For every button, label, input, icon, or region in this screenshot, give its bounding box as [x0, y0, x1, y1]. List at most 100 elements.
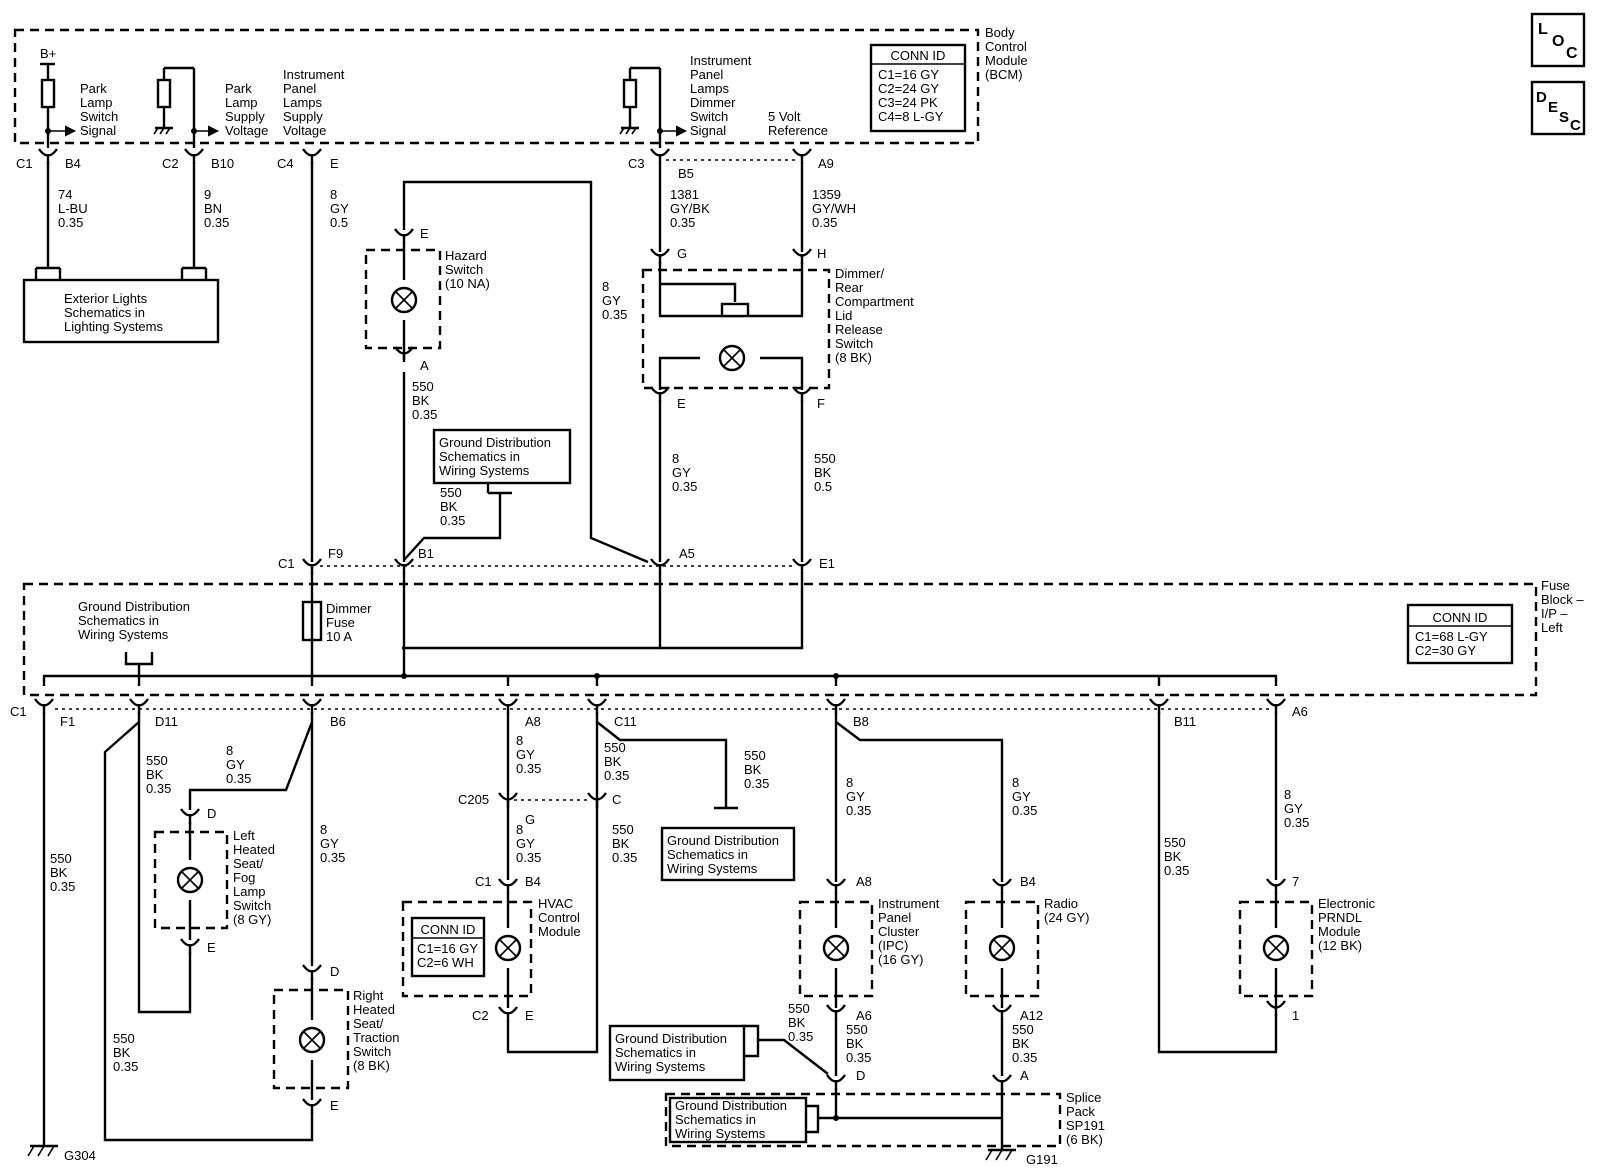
svg-text:BK: BK [412, 393, 430, 408]
svg-text:I/P –: I/P – [1541, 606, 1568, 621]
svg-text:F1: F1 [60, 714, 75, 729]
svg-text:Block –: Block – [1541, 592, 1584, 607]
svg-text:5 Volt: 5 Volt [768, 109, 801, 124]
svg-text:E: E [420, 226, 429, 241]
ip-supply-labels: Instrument Panel Lamps Supply Voltage [283, 67, 345, 138]
svg-text:Ground Distribution: Ground Distribution [78, 599, 190, 614]
svg-text:B10: B10 [211, 156, 234, 171]
svg-text:550: 550 [412, 379, 434, 394]
svg-text:Switch: Switch [353, 1044, 391, 1059]
electronic-prndl-module: 7 1 Electronic PRNDL Module (12 BK) [1238, 874, 1376, 1023]
svg-text:0.35: 0.35 [788, 1029, 813, 1044]
svg-text:E1: E1 [819, 556, 835, 571]
svg-text:0.35: 0.35 [113, 1059, 138, 1074]
svg-text:Dimmer/: Dimmer/ [835, 266, 884, 281]
svg-text:D: D [1536, 89, 1547, 106]
fuse-block-conn-id: CONN ID C1=68 L-GY C2=30 GY [1406, 603, 1514, 665]
svg-text:0.35: 0.35 [612, 850, 637, 865]
svg-text:Left: Left [1541, 620, 1563, 635]
svg-text:(16 GY): (16 GY) [878, 952, 924, 967]
svg-text:(24 GY): (24 GY) [1044, 910, 1090, 925]
svg-text:SP191: SP191 [1066, 1118, 1105, 1133]
svg-text:Park: Park [80, 81, 107, 96]
loc-icon[interactable]: L O C [1530, 12, 1586, 68]
svg-text:8: 8 [226, 743, 233, 758]
svg-text:Compartment: Compartment [835, 294, 914, 309]
svg-text:C2=24 GY: C2=24 GY [878, 81, 939, 96]
svg-text:Fuse: Fuse [326, 615, 355, 630]
svg-text:Seat/: Seat/ [353, 1016, 384, 1031]
svg-text:A6: A6 [856, 1008, 872, 1023]
svg-text:A9: A9 [818, 156, 834, 171]
svg-text:Schematics in: Schematics in [78, 613, 159, 628]
svg-text:E: E [330, 1098, 339, 1113]
svg-text:1359: 1359 [812, 187, 841, 202]
svg-text:B4: B4 [525, 874, 541, 889]
svg-text:0.5: 0.5 [330, 215, 348, 230]
svg-text:8: 8 [602, 279, 609, 294]
desc-icon[interactable]: D E S C [1530, 80, 1586, 136]
svg-text:E: E [207, 940, 216, 955]
svg-text:0.35: 0.35 [412, 407, 437, 422]
svg-text:(10 NA): (10 NA) [445, 276, 490, 291]
svg-text:8: 8 [672, 451, 679, 466]
svg-text:E: E [677, 396, 686, 411]
svg-text:BK: BK [146, 767, 164, 782]
svg-text:PRNDL: PRNDL [1318, 910, 1362, 925]
bcm-conn-id-title: CONN ID [891, 48, 946, 63]
svg-text:BK: BK [604, 754, 622, 769]
svg-text:550: 550 [440, 485, 462, 500]
svg-text:GY: GY [320, 836, 339, 851]
svg-text:Switch: Switch [835, 336, 873, 351]
svg-text:Control: Control [985, 39, 1027, 54]
svg-text:550: 550 [146, 753, 168, 768]
bcm-pins: C1 B4 C2 B10 C4 E C3 B5 A9 [16, 156, 834, 181]
park-switch-internal: B+ Park Lamp Switch Signal [40, 46, 118, 148]
svg-text:0.35: 0.35 [672, 479, 697, 494]
svg-text:C1: C1 [16, 156, 33, 171]
svg-text:0.35: 0.35 [58, 215, 83, 230]
svg-text:550: 550 [788, 1001, 810, 1016]
svg-text:0.35: 0.35 [602, 307, 627, 322]
svg-text:550: 550 [814, 451, 836, 466]
radio: B4 A12 Radio (24 GY) [964, 874, 1090, 1023]
svg-text:C205: C205 [458, 792, 489, 807]
svg-text:1381: 1381 [670, 187, 699, 202]
svg-text:G: G [677, 246, 687, 261]
svg-text:0.35: 0.35 [516, 850, 541, 865]
svg-text:C4: C4 [277, 156, 294, 171]
svg-text:0.35: 0.35 [146, 781, 171, 796]
ground-ref-3: Ground Distribution Schematics in Wiring… [660, 826, 796, 882]
svg-text:Electronic: Electronic [1318, 896, 1376, 911]
svg-text:A: A [420, 358, 429, 373]
svg-text:Signal: Signal [690, 123, 726, 138]
svg-text:G191: G191 [1026, 1152, 1058, 1167]
svg-text:Supply: Supply [283, 109, 323, 124]
svg-text:0.35: 0.35 [50, 879, 75, 894]
svg-text:Wiring Systems: Wiring Systems [615, 1059, 706, 1074]
svg-text:Park: Park [225, 81, 252, 96]
dimmer-rear-lid-switch: G H E F Dimmer/ Rear Compartment Lid Rel… [641, 246, 914, 411]
svg-text:550: 550 [50, 851, 72, 866]
svg-text:GY/WH: GY/WH [812, 201, 856, 216]
svg-text:BK: BK [744, 762, 762, 777]
svg-text:BK: BK [846, 1036, 864, 1051]
hvac-control-module: CONN ID C1=16 GY C2=6 WH HVAC Control Mo… [401, 874, 581, 1023]
svg-text:Traction: Traction [353, 1030, 399, 1045]
ground-ref-4: Ground Distribution Schematics in Wiring… [608, 1024, 746, 1082]
svg-text:Voltage: Voltage [283, 123, 326, 138]
svg-text:(8 BK): (8 BK) [835, 350, 872, 365]
svg-text:GY: GY [330, 201, 349, 216]
svg-text:550: 550 [744, 748, 766, 763]
svg-text:Fog: Fog [233, 870, 255, 885]
fuse-block-ground-label: Ground Distribution Schematics in Wiring… [78, 599, 190, 676]
svg-text:Module: Module [538, 924, 581, 939]
svg-text:A12: A12 [1020, 1008, 1043, 1023]
svg-text:D11: D11 [155, 714, 178, 729]
wire-labels-bottom: 550 BK 0.35 550 BK 0.35 8 GY 0.35 8 GY 0… [50, 733, 1309, 1074]
bcm-name: Body Control Module (BCM) [985, 25, 1028, 82]
left-heated-seat-switch: D E Left Heated Seat/ Fog Lamp Switch (8… [153, 806, 275, 955]
svg-text:L-BU: L-BU [58, 201, 88, 216]
right-heated-seat-switch: D E Right Heated Seat/ Traction Switch (… [272, 964, 399, 1113]
svg-text:Supply: Supply [225, 109, 265, 124]
